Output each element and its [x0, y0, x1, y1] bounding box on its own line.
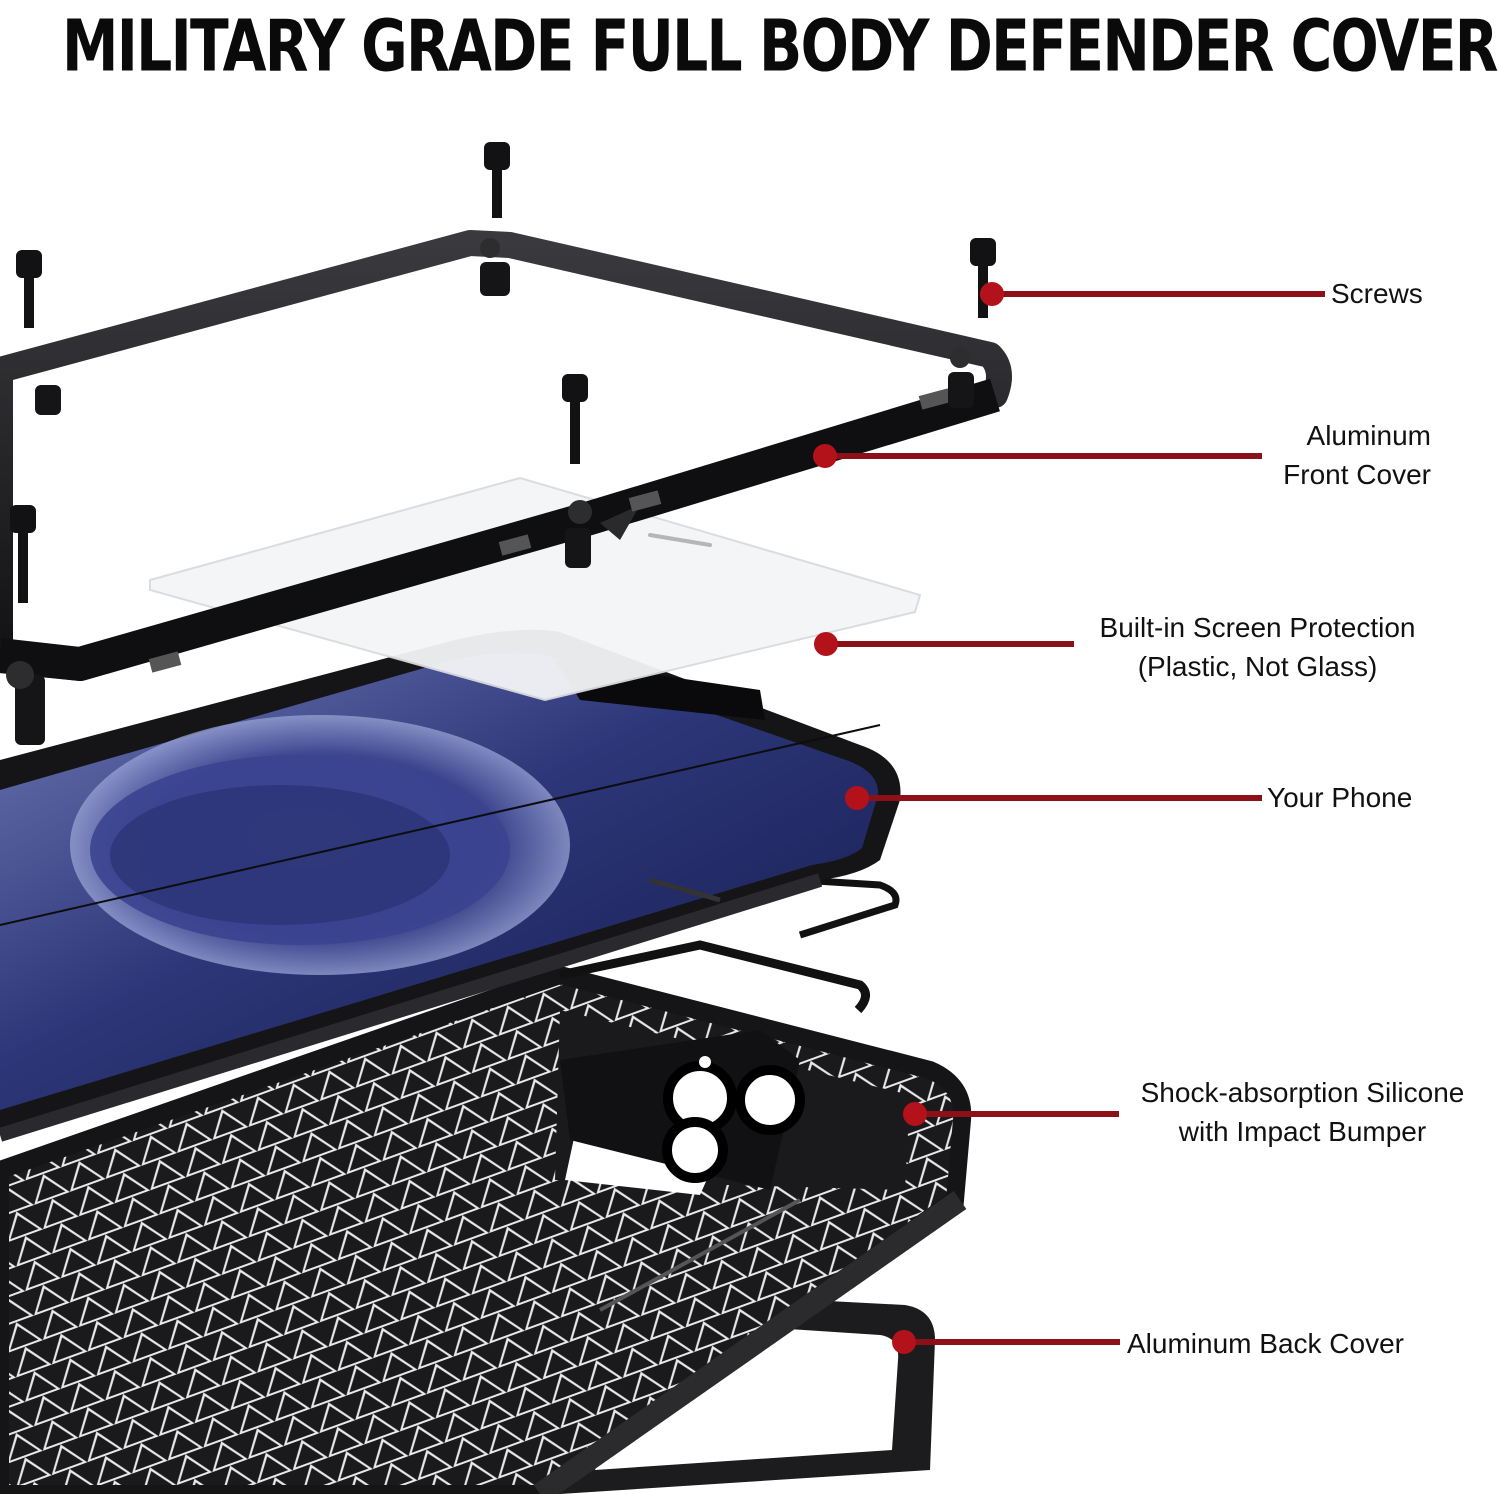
callout-front-cover: Aluminum Front Cover [1283, 416, 1431, 494]
callout-screen-protection: Built-in Screen Protection (Plastic, Not… [1080, 608, 1435, 686]
callout-screws-line-1: Screws [1331, 278, 1423, 309]
callout-screen-protection-line-2: (Plastic, Not Glass) [1137, 651, 1378, 682]
callout-back-cover-line-1: Aluminum Back Cover [1127, 1328, 1404, 1359]
camera-protector-art [559, 866, 900, 1190]
callout-silicone-line-1: Shock-absorption Silicone [1140, 1077, 1465, 1108]
callout-front-cover-line-1: Aluminum [1306, 420, 1431, 451]
phone-art [0, 629, 901, 1142]
callout-phone-line-1: Your Phone [1267, 782, 1413, 813]
callout-silicone: Shock-absorption Silicone with Impact Bu… [1120, 1073, 1485, 1151]
aluminum-front-cover-art [0, 230, 1012, 745]
callout-silicone-line-2: with Impact Bumper [1178, 1116, 1427, 1147]
callout-lines [813, 282, 1325, 1354]
screen-protector-art [149, 476, 922, 702]
callout-screen-protection-line-1: Built-in Screen Protection [1099, 612, 1416, 643]
callout-front-cover-line-2: Front Cover [1283, 459, 1431, 490]
callout-back-cover: Aluminum Back Cover [1127, 1324, 1404, 1363]
callout-screws: Screws [1331, 274, 1423, 313]
headline: MILITARY GRADE FULL BODY DEFENDER COVER [62, 4, 1499, 88]
callout-phone: Your Phone [1267, 778, 1412, 817]
